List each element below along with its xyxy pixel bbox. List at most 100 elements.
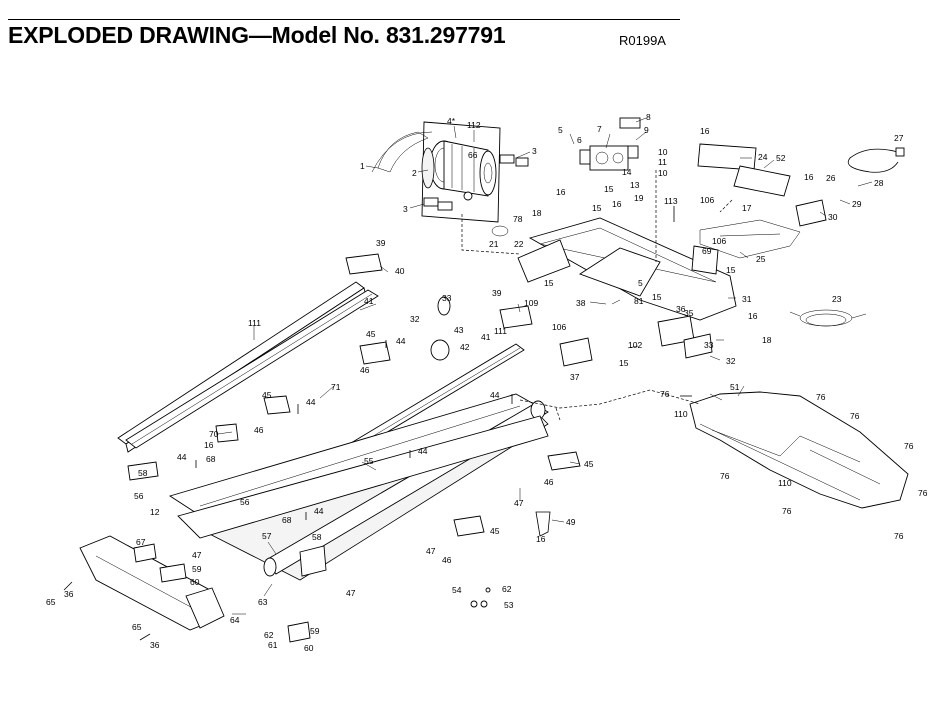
callout-44: 44: [306, 397, 316, 407]
callout-56: 56: [134, 491, 144, 501]
callout-19: 19: [634, 193, 644, 203]
callout-15: 15: [592, 203, 602, 213]
callout-16: 16: [556, 187, 566, 197]
motor-controller: [579, 117, 641, 171]
callout-14: 14: [622, 167, 632, 177]
console-plates: [697, 143, 801, 259]
callout-18: 18: [532, 208, 542, 218]
callout-41: 41: [364, 296, 374, 306]
upright-bracket: [795, 199, 827, 227]
callout-21: 21: [489, 239, 499, 249]
callout-59: 59: [310, 626, 320, 636]
callout-111: 111: [248, 318, 261, 328]
callout-25: 25: [756, 254, 766, 264]
callout-46: 46: [544, 477, 554, 487]
callout-29: 29: [852, 199, 862, 209]
callout-2: 2: [412, 168, 417, 178]
callout-52: 52: [776, 153, 786, 163]
callout-76: 76: [720, 471, 730, 481]
callout-110: 110: [674, 409, 688, 419]
fasteners: [63, 206, 692, 641]
callout-47: 47: [192, 550, 202, 560]
callout-42: 42: [460, 342, 470, 352]
callout-106: 106: [700, 195, 714, 205]
callout-47: 47: [426, 546, 436, 556]
callout-5: 5: [638, 278, 643, 288]
callout-labels: 1 2 3 3 4* 112 66 5 6 7 8 9 10 10 11 13 …: [46, 112, 928, 653]
callout-110: 110: [778, 478, 792, 488]
callout-28: 28: [874, 178, 884, 188]
motor: [429, 140, 497, 197]
callout-30: 30: [828, 212, 838, 222]
mounting-brackets: [127, 253, 593, 643]
callout-53: 53: [504, 600, 514, 610]
frame-rails: [177, 415, 549, 539]
callout-46: 46: [442, 555, 452, 565]
end-cap: [185, 587, 225, 629]
callout-15: 15: [619, 358, 629, 368]
callout-106: 106: [552, 322, 566, 332]
callout-78: 78: [513, 214, 523, 224]
callout-47: 47: [346, 588, 356, 598]
callout-46: 46: [360, 365, 370, 375]
callout-57: 57: [262, 531, 272, 541]
tach-cable: [847, 147, 905, 173]
header: EXPLODED DRAWING—Model No. 831.297791 R0…: [0, 0, 950, 60]
callout-59: 59: [192, 564, 202, 574]
callout-60: 60: [190, 577, 200, 587]
callout-17: 17: [742, 203, 752, 213]
callout-71: 71: [331, 382, 341, 392]
callout-18: 18: [762, 335, 772, 345]
callout-10: 10: [658, 168, 668, 178]
title-rule: [8, 19, 680, 20]
callout-46: 46: [254, 425, 264, 435]
callout-36: 36: [676, 304, 686, 314]
callout-36: 36: [150, 640, 160, 650]
callout-62: 62: [264, 630, 274, 640]
callout-49: 49: [566, 517, 576, 527]
callout-61: 61: [268, 640, 278, 650]
callout-44: 44: [490, 390, 500, 400]
callout-32: 32: [726, 356, 736, 366]
callout-31: 31: [742, 294, 752, 304]
callout-1: 1: [360, 161, 365, 171]
callout-63: 63: [258, 597, 268, 607]
callout-106: 106: [712, 236, 726, 246]
callout-37: 37: [570, 372, 580, 382]
callout-45: 45: [262, 390, 272, 400]
incline-bracket: [535, 511, 551, 537]
callout-65: 65: [132, 622, 142, 632]
callout-35: 35: [684, 308, 694, 318]
callout-10: 10: [658, 147, 668, 157]
callout-109: 109: [524, 298, 538, 308]
side-rail-extrusion-left: [125, 289, 379, 449]
callout-62: 62: [502, 584, 512, 594]
fan-pulley: [421, 147, 435, 189]
callout-33: 33: [442, 293, 452, 303]
callout-26: 26: [826, 173, 836, 183]
callout-76: 76: [816, 392, 826, 402]
main-frame: [528, 217, 737, 359]
callout-23: 23: [832, 294, 842, 304]
hidden-lines: [461, 170, 733, 421]
callout-76: 76: [850, 411, 860, 421]
callout-16: 16: [536, 534, 546, 544]
callout-40: 40: [395, 266, 405, 276]
callout-5: 5: [558, 125, 563, 135]
callout-16: 16: [612, 199, 622, 209]
callout-45: 45: [584, 459, 594, 469]
base-pans: [517, 239, 571, 283]
callout-15: 15: [652, 292, 662, 302]
callout-16: 16: [748, 311, 758, 321]
callout-11: 11: [658, 157, 667, 167]
callout-44: 44: [177, 452, 187, 462]
callout-39: 39: [376, 238, 386, 248]
callout-68: 68: [206, 454, 216, 464]
callout-15: 15: [726, 265, 736, 275]
callout-8: 8: [646, 112, 651, 122]
callout-27: 27: [894, 133, 904, 143]
callout-76: 76: [894, 531, 904, 541]
callout-39: 39: [492, 288, 502, 298]
callout-44: 44: [418, 446, 428, 456]
